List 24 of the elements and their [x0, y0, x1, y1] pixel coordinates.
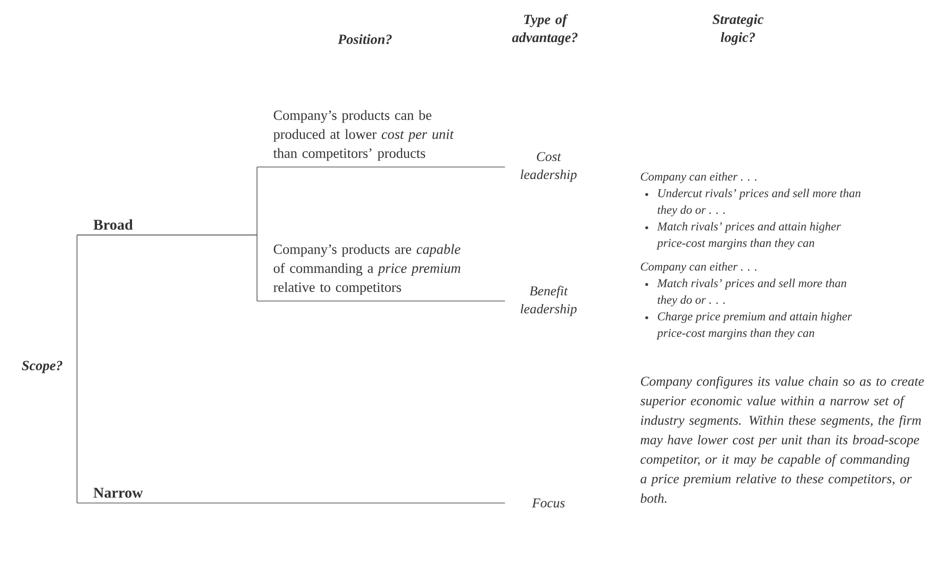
- connector-line: [76, 502, 506, 504]
- question-label: Scope?: [22, 360, 62, 374]
- advantage-label: Benefit leadership: [520, 286, 577, 316]
- bullet-item: Match rivals’ prices and attain higher price-cost margins than they can: [645, 222, 841, 250]
- connector-line: [76, 234, 78, 368]
- column-heading: Type of advantage?: [512, 14, 578, 46]
- connector-line: [76, 366, 78, 504]
- bullet-item: Match rivals’ prices and sell more than they do or . . .: [645, 278, 846, 306]
- strategy-text: Company can either . . .: [640, 172, 756, 184]
- position-text: Company’s products can be produced at lower cost per unit than competitors’ products: [273, 110, 454, 161]
- branch-label: Broad: [93, 219, 133, 230]
- advantage-label: Focus: [532, 498, 565, 508]
- position-text: Company’s products are capable of commanding a price premium relative to competitors: [274, 244, 460, 295]
- column-heading: Position?: [338, 34, 392, 44]
- branch-label: Narrow: [94, 488, 143, 498]
- connector-line: [76, 234, 258, 302]
- advantage-label: Cost leadership: [520, 152, 577, 182]
- strategy-text: Company configures its value chain so as to create superior economic value within a narrow set of industry segments. Within these segments, the firm may have lower cost per unit than its broad-scope competitor, or it may be capable of commanding a price premium relative to these competitors, or both.: [640, 376, 924, 503]
- connector-line: [256, 166, 506, 168]
- connector-line: [256, 300, 506, 302]
- bullet-item: Undercut rivals’ prices and sell more than they do or . . .: [645, 188, 860, 216]
- strategy-text: Company can either . . .: [640, 262, 756, 274]
- column-heading: Strategic logic?: [712, 14, 764, 45]
- bullet-item: Charge price premium and attain higher price-cost margins than they can: [645, 312, 852, 340]
